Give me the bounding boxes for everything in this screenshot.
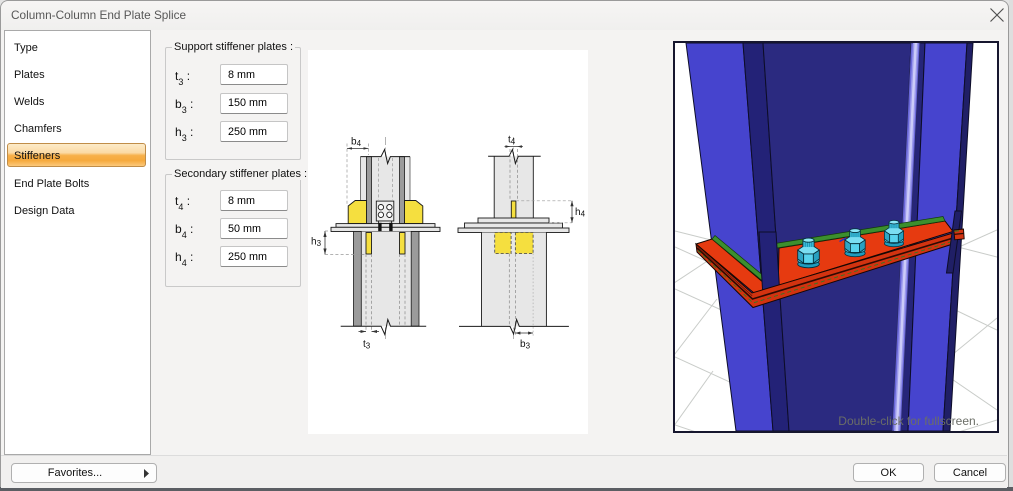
svg-text:b3: b3 — [520, 339, 531, 351]
svg-text:t3: t3 — [363, 339, 371, 351]
svg-text:b4: b4 — [351, 137, 362, 149]
svg-text:t4: t4 — [508, 135, 516, 147]
svg-text:h4: h4 — [575, 207, 586, 219]
svg-text:h3: h3 — [311, 237, 322, 249]
svg-text:Double-click for fullscreen.: Double-click for fullscreen. — [838, 414, 979, 428]
